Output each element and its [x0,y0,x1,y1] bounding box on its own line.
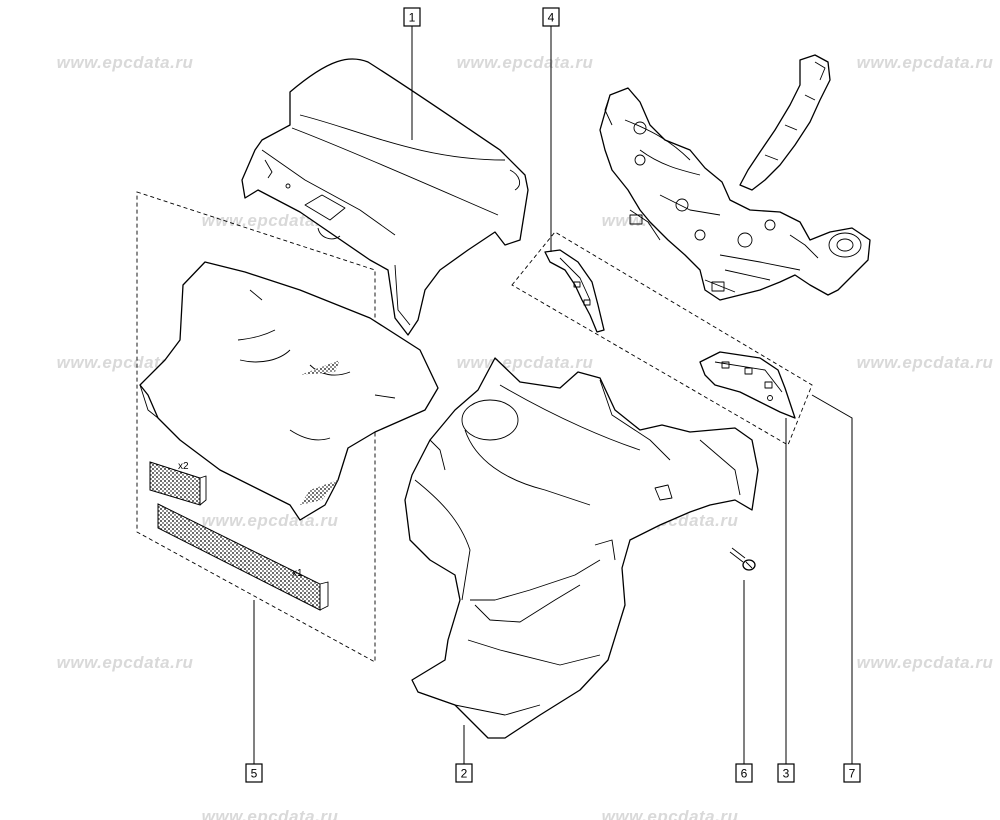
callout-number: 2 [461,767,468,781]
bracket-part-3 [699,351,796,419]
watermark-text: www.epcdata.ru [602,807,739,820]
callout-layer: 1 2 3 4 5 6 7 [245,7,861,783]
watermark-text: www.epcdata.ru [457,53,594,72]
screw-part-6 [729,547,756,571]
watermark-text: www.epcdata.ru [857,53,994,72]
watermark-text: www.epcdata.ru [202,807,339,820]
callout-number: 3 [783,767,790,781]
callout-3: 3 [777,763,795,783]
callout-box [843,763,861,783]
bracket-group-outline [511,231,813,446]
callout-number: 6 [741,767,748,781]
bracket-part-4 [544,249,605,333]
leader-lines [253,26,853,764]
callout-box [455,763,473,783]
watermark-text: www.epcdata.ru [457,353,594,372]
upper-cover-part [241,58,529,336]
callout-number: 1 [409,11,416,25]
large-pad-part [157,503,329,611]
watermark-text: www.epcdata.ru [57,53,194,72]
watermark-text: www.epcdata.ru [857,653,994,672]
callout-box [245,763,263,783]
small-pad-part [149,461,207,506]
watermark-text: www.epcdata.ru [57,653,194,672]
callout-2: 2 [455,763,473,783]
lower-cover-part [404,357,759,739]
callout-7: 7 [843,763,861,783]
watermark-text: www.epcdata.ru [857,353,994,372]
callout-box [777,763,795,783]
callout-box [542,7,560,27]
watermark-text: www.epcdata.ru [202,511,339,530]
callout-box [403,7,421,27]
large-pad-quantity: x1 [292,568,303,579]
callout-5: 5 [245,763,263,783]
small-pad-quantity: x2 [178,461,189,472]
callout-1: 1 [403,7,421,27]
callout-number: 4 [548,11,555,25]
callout-4: 4 [542,7,560,27]
callout-box [735,763,753,783]
callout-number: 5 [251,767,258,781]
callout-6: 6 [735,763,753,783]
callout-number: 7 [849,767,856,781]
steering-column-assembly [599,54,871,301]
padding-sheet-part [139,261,439,521]
watermark-text: www.epcdata.ru [202,211,339,230]
